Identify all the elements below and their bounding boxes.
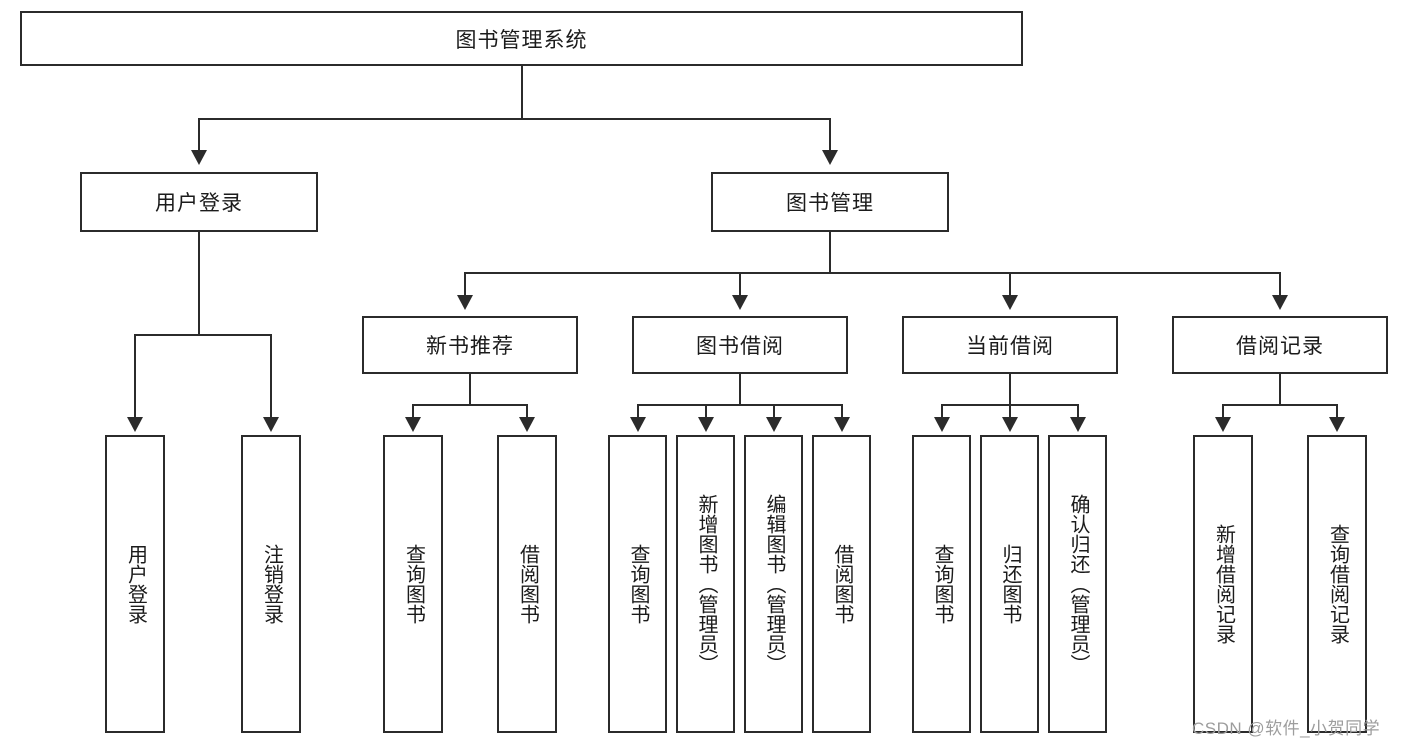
arrowhead-recommend-leaf-1 [405,417,421,432]
arrowhead-current-leaf-1 [934,417,950,432]
node-label: 借阅记录 [1236,335,1324,358]
arrowhead-current [1002,295,1018,310]
arrowhead-borrow [732,295,748,310]
leaf-recommend-borrow-book[interactable]: 借阅图书 [497,435,557,733]
node-current-borrow[interactable]: 当前借阅 [902,316,1118,374]
leaf-borrow-query-book[interactable]: 查询图书 [608,435,667,733]
edge-user-login-to-leaf-2 [270,334,272,418]
arrowhead-current-leaf-2 [1002,417,1018,432]
leaf-borrow-edit-book-admin[interactable]: 编辑图书（管理员） [744,435,803,733]
arrowhead-borrow-leaf-4 [834,417,850,432]
leaf-label: 用户登录 [124,544,147,624]
leaf-label: 归还图书 [999,544,1021,624]
leaf-current-confirm-return-admin[interactable]: 确认归还（管理员） [1048,435,1107,733]
edge-current-to-leaf-1 [941,404,943,418]
node-label: 图书管理 [786,192,874,215]
edge-borrow-to-leaf-3 [773,404,775,418]
edge-recommend-stem [469,374,471,406]
node-root-system[interactable]: 图书管理系统 [20,11,1023,66]
leaf-record-query-record[interactable]: 查询借阅记录 [1307,435,1367,733]
leaf-user-login[interactable]: 用户登录 [105,435,165,733]
edge-book-mgmt-to-record [1279,272,1281,296]
arrowhead-book-mgmt [822,150,838,165]
leaf-label: 查询图书 [931,544,953,624]
watermark-csdn: CSDN @软件_小贺同学 [1192,719,1381,738]
arrowhead-record-leaf-2 [1329,417,1345,432]
node-label: 图书借阅 [696,335,784,358]
leaf-label: 查询图书 [402,544,425,624]
edge-root-bus [198,118,831,120]
leaf-label: 借阅图书 [831,544,853,624]
leaf-recommend-query-book[interactable]: 查询图书 [383,435,443,733]
arrowhead-borrow-leaf-2 [698,417,714,432]
node-label: 图书管理系统 [455,28,588,52]
edge-book-mgmt-to-borrow [739,272,741,296]
edge-user-login-stem [198,232,200,336]
edge-current-to-leaf-3 [1077,404,1079,418]
edge-book-mgmt-to-recommend [464,272,466,296]
node-book-borrow[interactable]: 图书借阅 [632,316,848,374]
edge-record-stem [1279,374,1281,406]
edge-user-login-to-leaf-1 [134,334,136,418]
edge-current-stem [1009,374,1011,406]
edge-user-login-bus [134,334,272,336]
node-new-book-recommend[interactable]: 新书推荐 [362,316,578,374]
leaf-record-add-record[interactable]: 新增借阅记录 [1193,435,1253,733]
edge-borrow-to-leaf-1 [637,404,639,418]
arrowhead-user-login [191,150,207,165]
edge-recommend-to-leaf-2 [526,404,528,418]
arrowhead-record-leaf-1 [1215,417,1231,432]
edge-book-mgmt-stem [829,232,831,274]
node-label: 用户登录 [155,192,243,215]
node-book-management[interactable]: 图书管理 [711,172,949,232]
leaf-current-return-book[interactable]: 归还图书 [980,435,1039,733]
edge-recommend-bus [412,404,528,406]
edge-borrow-stem [739,374,741,406]
node-borrow-record[interactable]: 借阅记录 [1172,316,1388,374]
leaf-label: 查询图书 [627,544,649,624]
edge-root-to-user-login [198,118,200,151]
leaf-user-logout[interactable]: 注销登录 [241,435,301,733]
leaf-label: 新增借阅记录 [1212,524,1235,644]
leaf-borrow-borrow-book[interactable]: 借阅图书 [812,435,871,733]
edge-record-to-leaf-1 [1222,404,1224,418]
arrowhead-borrow-leaf-3 [766,417,782,432]
leaf-label: 新增图书（管理员） [695,494,717,674]
edge-recommend-to-leaf-1 [412,404,414,418]
leaf-borrow-add-book-admin[interactable]: 新增图书（管理员） [676,435,735,733]
leaf-label: 确认归还（管理员） [1067,494,1089,674]
leaf-label: 编辑图书（管理员） [763,494,785,674]
edge-record-bus [1222,404,1338,406]
arrowhead-user-login-leaf-1 [127,417,143,432]
arrowhead-borrow-leaf-1 [630,417,646,432]
edge-book-mgmt-to-current [1009,272,1011,296]
edge-current-to-leaf-2 [1009,404,1011,418]
edge-borrow-to-leaf-2 [705,404,707,418]
arrowhead-current-leaf-3 [1070,417,1086,432]
arrowhead-user-login-leaf-2 [263,417,279,432]
arrowhead-record [1272,295,1288,310]
node-user-login[interactable]: 用户登录 [80,172,318,232]
edge-root-stem [521,66,523,119]
leaf-label: 借阅图书 [516,544,539,624]
edge-book-mgmt-bus [464,272,1280,274]
edge-borrow-to-leaf-4 [841,404,843,418]
node-label: 新书推荐 [426,335,514,358]
edge-borrow-bus [637,404,843,406]
leaf-label: 查询借阅记录 [1326,524,1349,644]
arrowhead-recommend [457,295,473,310]
node-label: 当前借阅 [966,335,1054,358]
edge-root-to-book-mgmt [829,118,831,151]
arrowhead-recommend-leaf-2 [519,417,535,432]
leaf-label: 注销登录 [260,544,283,624]
edge-record-to-leaf-2 [1336,404,1338,418]
leaf-current-query-book[interactable]: 查询图书 [912,435,971,733]
